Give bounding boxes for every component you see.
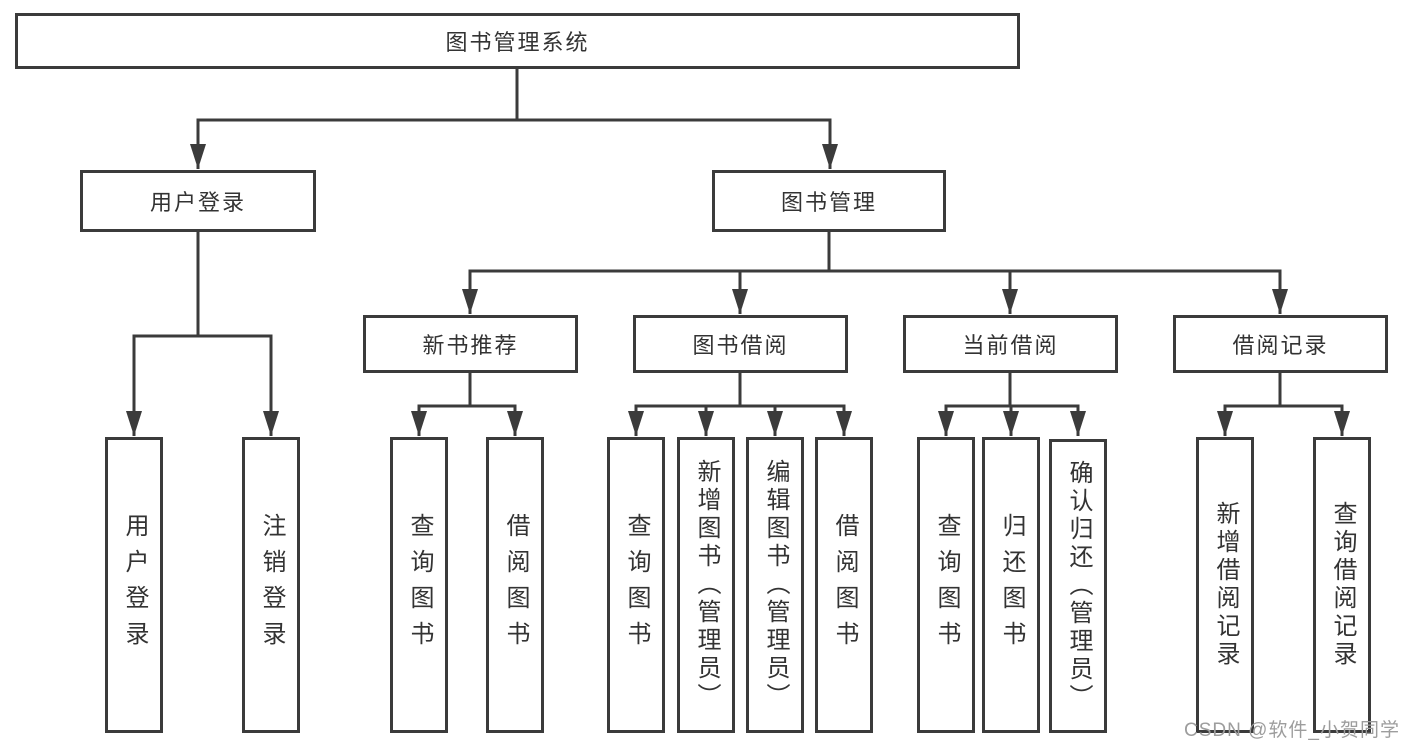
node-root-library-system: 图书管理系统 bbox=[15, 13, 1020, 69]
leaf-user-login: 用户登录 bbox=[105, 437, 163, 733]
edges-borrow-records-children bbox=[1217, 373, 1350, 436]
leaf-nb-borrow-books: 借阅图书 bbox=[486, 437, 544, 733]
leaf-cb-query-books: 查询图书 bbox=[917, 437, 975, 733]
leaf-bb-edit-books-admin: 编辑图书（管理员） bbox=[746, 437, 804, 733]
leaf-nb-query-books-label: 查询图书 bbox=[406, 513, 433, 657]
node-book-borrow: 图书借阅 bbox=[633, 315, 848, 373]
leaf-bb-borrow-books-label: 借阅图书 bbox=[831, 513, 858, 657]
edges-user-login-children bbox=[126, 232, 279, 436]
edges-current-borrow-children bbox=[938, 373, 1086, 436]
leaf-cb-confirm-return-admin-label: 确认归还（管理员） bbox=[1065, 460, 1092, 712]
leaf-cb-return-books-label: 归还图书 bbox=[998, 513, 1025, 657]
leaf-logout: 注销登录 bbox=[242, 437, 300, 733]
csdn-watermark: CSDN @软件_小贺同学 bbox=[1184, 720, 1400, 741]
node-borrow-records: 借阅记录 bbox=[1173, 315, 1388, 373]
node-current-borrow: 当前借阅 bbox=[903, 315, 1118, 373]
leaf-br-query-record-label: 查询借阅记录 bbox=[1329, 501, 1356, 669]
leaf-br-add-record-label: 新增借阅记录 bbox=[1212, 501, 1239, 669]
leaf-cb-confirm-return-admin: 确认归还（管理员） bbox=[1049, 439, 1107, 733]
leaf-bb-edit-books-admin-label: 编辑图书（管理员） bbox=[762, 459, 789, 711]
edges-book-mgmt-children bbox=[462, 232, 1288, 314]
leaf-bb-query-books-label: 查询图书 bbox=[623, 513, 650, 657]
node-new-books: 新书推荐 bbox=[363, 315, 578, 373]
leaf-nb-query-books: 查询图书 bbox=[390, 437, 448, 733]
node-user-login-branch: 用户登录 bbox=[80, 170, 316, 232]
edges-root-to-level1 bbox=[190, 69, 838, 169]
leaf-br-query-record: 查询借阅记录 bbox=[1313, 437, 1371, 733]
leaf-cb-query-books-label: 查询图书 bbox=[933, 513, 960, 657]
edges-new-books-children bbox=[411, 373, 523, 436]
leaf-bb-add-books-admin: 新增图书（管理员） bbox=[677, 437, 735, 733]
leaf-bb-borrow-books: 借阅图书 bbox=[815, 437, 873, 733]
leaf-logout-label: 注销登录 bbox=[258, 513, 285, 657]
leaf-cb-return-books: 归还图书 bbox=[982, 437, 1040, 733]
edges-book-borrow-children bbox=[628, 373, 852, 436]
leaf-user-login-label: 用户登录 bbox=[121, 513, 148, 657]
leaf-bb-add-books-admin-label: 新增图书（管理员） bbox=[693, 459, 720, 711]
leaf-bb-query-books: 查询图书 bbox=[607, 437, 665, 733]
leaf-br-add-record: 新增借阅记录 bbox=[1196, 437, 1254, 733]
leaf-nb-borrow-books-label: 借阅图书 bbox=[502, 513, 529, 657]
node-book-mgmt-branch: 图书管理 bbox=[712, 170, 946, 232]
